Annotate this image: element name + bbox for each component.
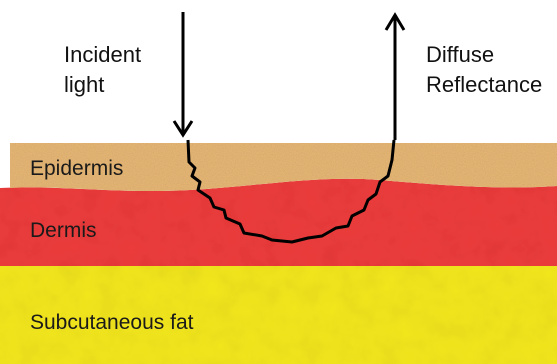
diffuse-label-line1: Diffuse xyxy=(426,44,494,66)
layer-label-dermis: Dermis xyxy=(30,220,97,241)
layer-label-subcutaneous-fat: Subcutaneous fat xyxy=(30,312,193,333)
layer-label-epidermis: Epidermis xyxy=(30,158,123,179)
diffuse-label-line2: Reflectance xyxy=(426,74,542,96)
incident-arrow xyxy=(174,12,192,135)
incident-label-line1: Incident xyxy=(64,44,141,66)
reflectance-arrow xyxy=(386,15,404,140)
incident-label-line2: light xyxy=(64,74,104,96)
